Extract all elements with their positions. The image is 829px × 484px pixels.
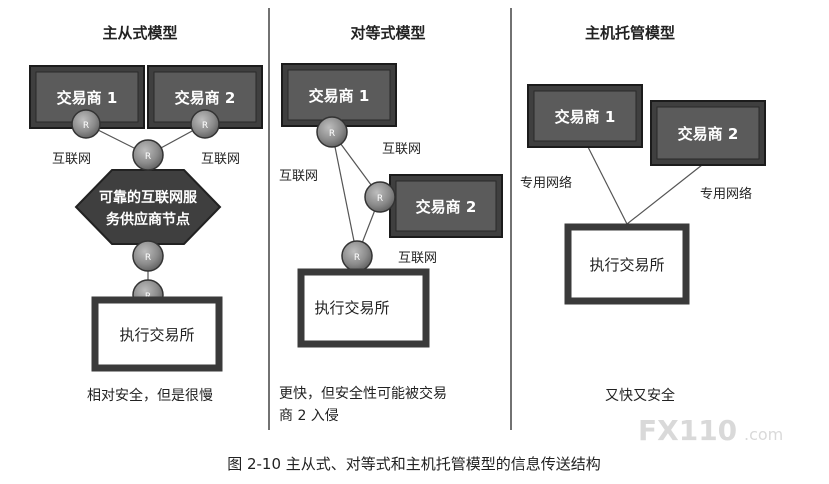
internet-label-c: 互联网 xyxy=(398,251,437,266)
exchange-box: 执行交易所 xyxy=(564,223,690,305)
trader-1-label: 交易商 1 xyxy=(555,108,616,126)
panel-hosted: 主机托管模型 交易商 1 交易商 2 专用网络 专用网络 执行交易所 又快又安全 xyxy=(520,24,766,404)
trader-1-label: 交易商 1 xyxy=(57,89,118,107)
isp-node-label-line2: 务供应商节点 xyxy=(106,211,190,228)
watermark: FX110 .com xyxy=(638,414,783,447)
router-label: R xyxy=(354,253,360,263)
router-icon: R xyxy=(132,139,164,171)
router-icon: R xyxy=(71,109,101,139)
private-network-label-right: 专用网络 xyxy=(700,186,752,202)
trader-2-label: 交易商 2 xyxy=(416,198,477,216)
exchange-box: 执行交易所 xyxy=(297,268,430,348)
exchange-label: 执行交易所 xyxy=(589,256,664,274)
watermark-suffix: .com xyxy=(744,425,783,444)
panel-title-peer: 对等式模型 xyxy=(350,24,425,42)
router-icon: R xyxy=(341,240,373,272)
exchange-label: 执行交易所 xyxy=(119,326,194,344)
router-label: R xyxy=(145,152,151,162)
panel-title-hosted: 主机托管模型 xyxy=(585,24,675,42)
trader-2-box: 交易商 2 xyxy=(389,174,503,238)
figure-caption: 图 2-10 主从式、对等式和主机托管模型的信息传送结构 xyxy=(227,455,601,473)
trader-2-box: 交易商 2 xyxy=(650,100,766,166)
connectors-hosted xyxy=(587,146,703,225)
exchange-label: 执行交易所 xyxy=(314,299,389,317)
router-label: R xyxy=(83,121,89,131)
trader-1-box: 交易商 1 xyxy=(527,84,643,148)
router-label: R xyxy=(329,129,335,139)
router-icon: R xyxy=(364,181,396,213)
watermark-brand: FX110 xyxy=(638,414,737,447)
private-network-label-left: 专用网络 xyxy=(520,175,572,191)
router-icon: R xyxy=(316,116,348,148)
caption-peer-line1: 更快，但安全性可能被交易 xyxy=(279,385,447,402)
internet-label-a: 互联网 xyxy=(382,142,421,157)
exchange-box: 执行交易所 xyxy=(91,296,223,372)
trader-2-label: 交易商 2 xyxy=(678,125,739,143)
caption-master-slave: 相对安全，但是很慢 xyxy=(87,387,213,404)
router-label: R xyxy=(377,194,383,204)
internet-label-b: 互联网 xyxy=(279,169,318,184)
caption-peer-line2: 商 2 入侵 xyxy=(279,407,339,424)
router-label: R xyxy=(202,121,208,131)
router-label: R xyxy=(145,253,151,263)
isp-node-label-line1: 可靠的互联网服 xyxy=(99,189,198,206)
isp-node-hexagon: 可靠的互联网服 务供应商节点 xyxy=(74,169,222,245)
trader-1-box: 交易商 1 xyxy=(281,63,397,127)
caption-hosted: 又快又安全 xyxy=(605,387,675,404)
internet-label-left: 互联网 xyxy=(52,152,91,167)
router-icon: R xyxy=(190,109,220,139)
internet-label-right: 互联网 xyxy=(201,152,240,167)
router-icon: R xyxy=(132,240,164,272)
trader-1-label: 交易商 1 xyxy=(309,87,370,105)
panel-peer: 对等式模型 交易商 1 交易商 2 R R R 互联网 互联网 互联网 执行交易… xyxy=(279,24,503,424)
panel-master-slave: 主从式模型 交易商 1 交易商 2 可靠的互联网服 务供应商节点 R R R xyxy=(29,24,263,404)
trader-2-label: 交易商 2 xyxy=(175,89,236,107)
panel-title-master-slave: 主从式模型 xyxy=(102,24,177,42)
